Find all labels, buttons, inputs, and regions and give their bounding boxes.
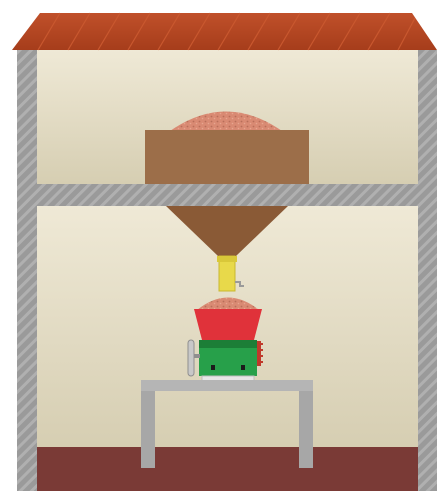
- grinder-hopper: [194, 309, 262, 340]
- chute-lever-icon[interactable]: [235, 281, 244, 287]
- middle-floor-slab: [37, 184, 418, 206]
- grain-pile-icon: [170, 111, 282, 131]
- right-wall: [418, 50, 437, 491]
- hopper-grain: [197, 297, 259, 310]
- floor: [37, 447, 418, 491]
- grinder-bolt-left: [211, 365, 215, 370]
- roof: [12, 13, 437, 50]
- pulley-icon[interactable]: [187, 339, 195, 377]
- funnel: [166, 206, 288, 256]
- table-leg-left: [141, 391, 155, 468]
- grinder-body-shade: [199, 340, 257, 348]
- left-wall: [17, 50, 37, 491]
- chute-collar: [217, 256, 237, 262]
- storage-bin: [145, 130, 309, 184]
- gear-icon[interactable]: [257, 341, 263, 366]
- table-top: [141, 380, 313, 391]
- table-leg-right: [299, 391, 313, 468]
- pulley-axle: [194, 354, 200, 358]
- roof-tiles: [37, 12, 416, 51]
- grinder-bolt-right: [241, 365, 245, 370]
